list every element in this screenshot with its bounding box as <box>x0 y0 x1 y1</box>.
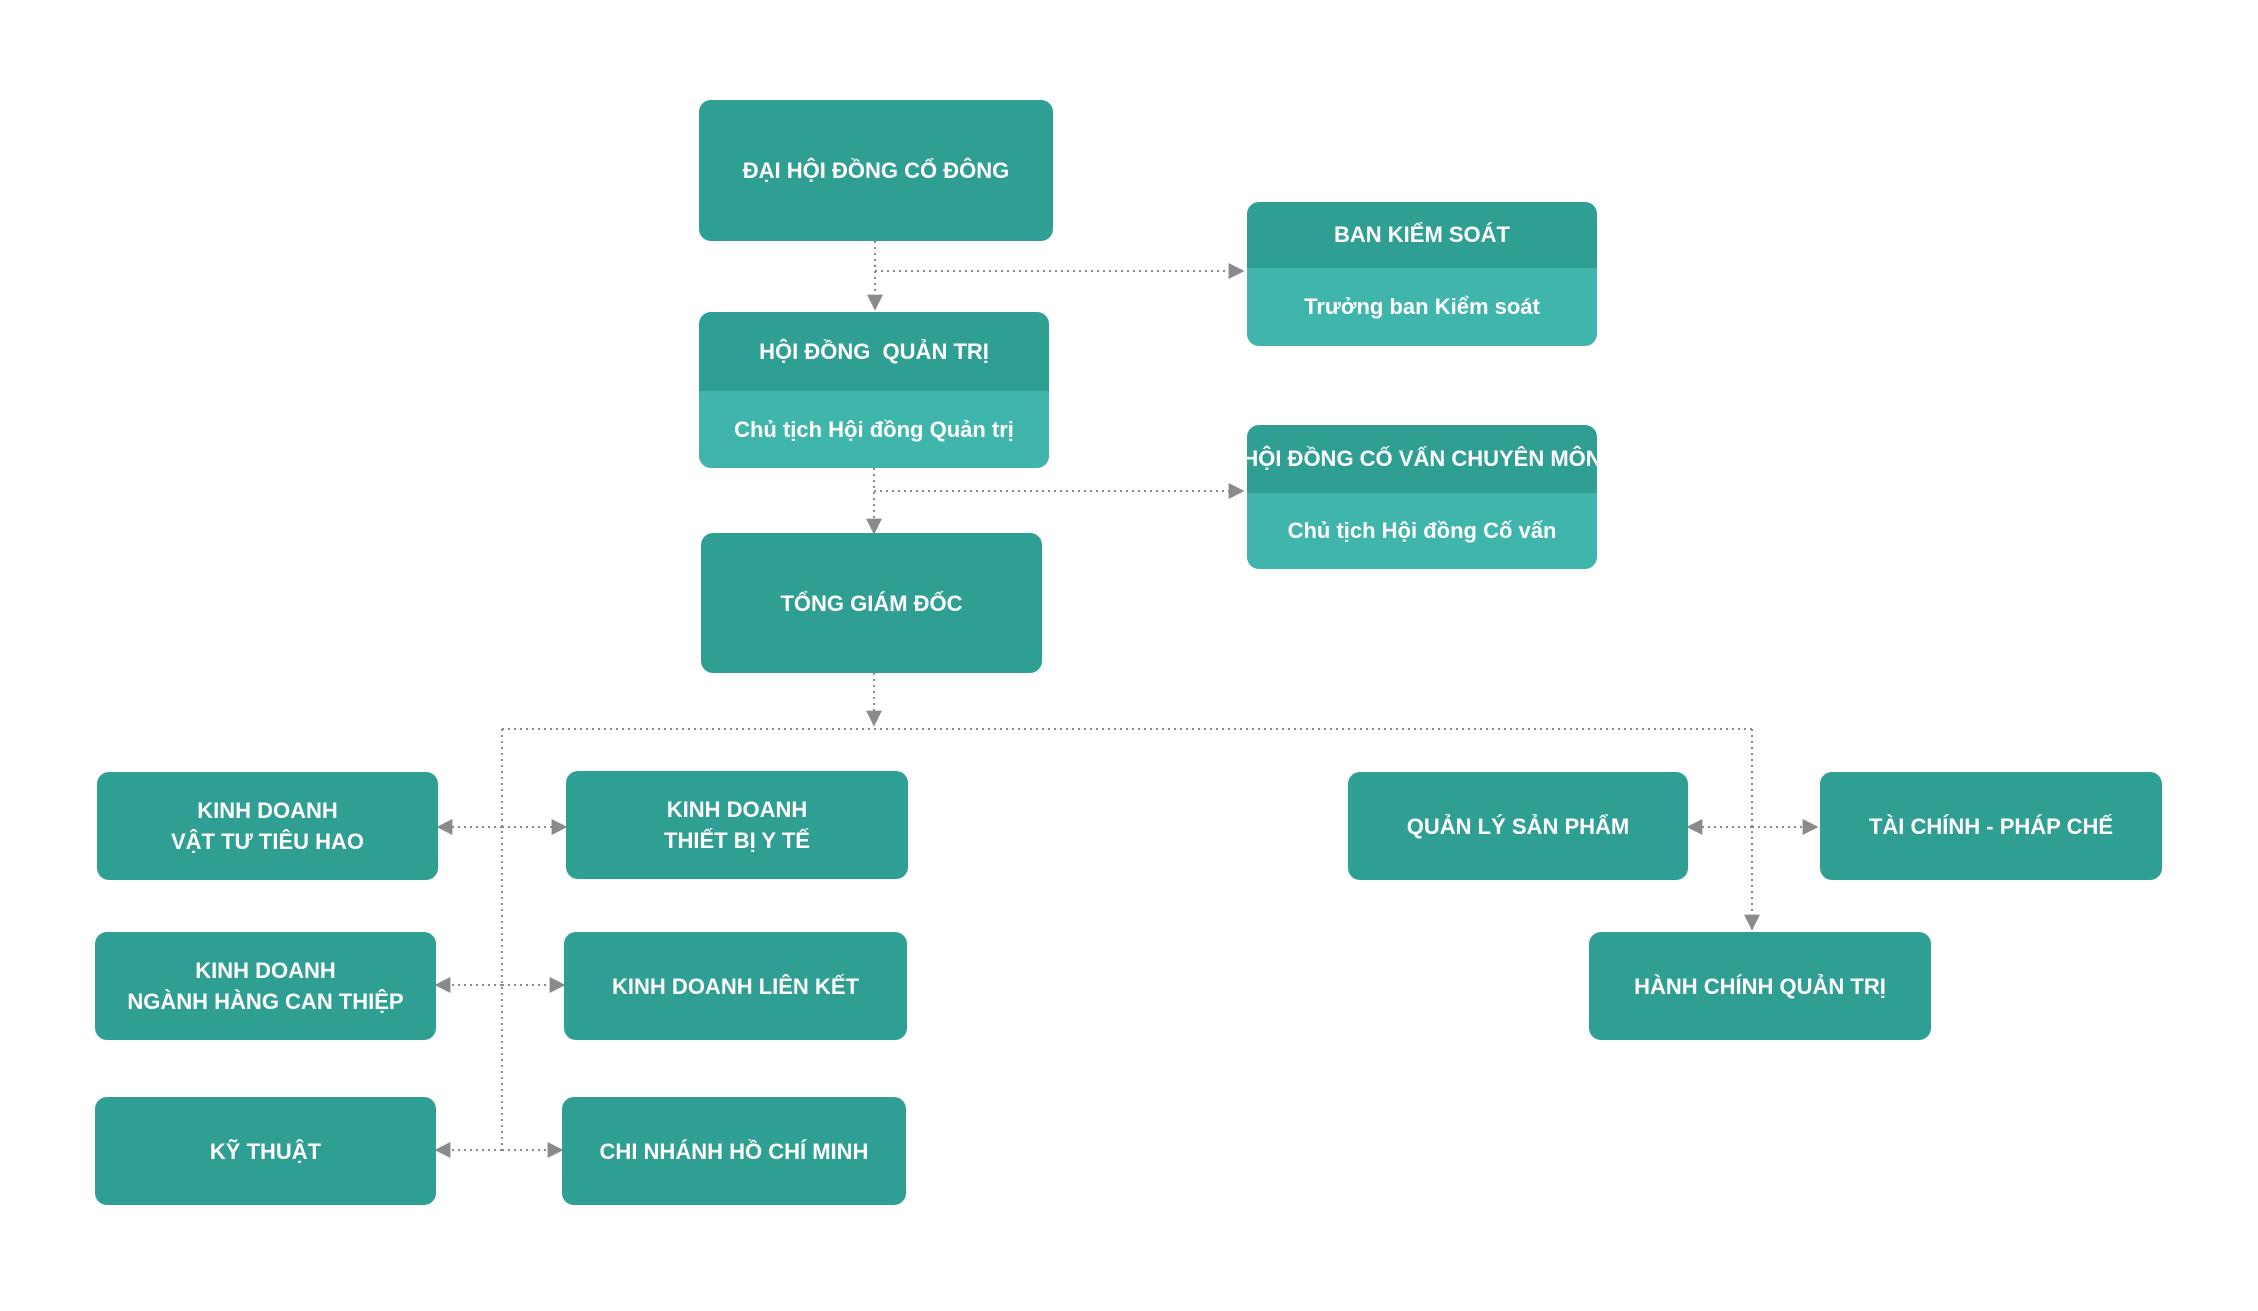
node-label: ĐẠI HỘI ĐỒNG CỔ ĐÔNG <box>742 158 1010 183</box>
node-ban-kiem-soat: BAN KIỂM SOÁT Trưởng ban Kiểm soát <box>1247 202 1597 346</box>
node-kinh-doanh-vat-tu-tieu-hao: KINH DOANH VẬT TƯ TIÊU HAO <box>97 772 438 880</box>
node-label: TÀI CHÍNH - PHÁP CHẾ <box>1868 813 2114 839</box>
node-kinh-doanh-thiet-bi-y-te: KINH DOANH THIẾT BỊ Y TẾ <box>566 771 908 879</box>
node-label-line-2: VẬT TƯ TIÊU HAO <box>170 829 365 854</box>
node-label: CHI NHÁNH HỒ CHÍ MINH <box>599 1138 869 1164</box>
node-title: HỘI ĐỒNG QUẢN TRỊ <box>699 312 1049 391</box>
node-kinh-doanh-lien-ket: KINH DOANH LIÊN KẾT <box>564 932 907 1040</box>
node-chi-nhanh-ho-chi-minh: CHI NHÁNH HỒ CHÍ MINH <box>562 1097 906 1205</box>
node-quan-ly-san-pham: QUẢN LÝ SẢN PHẨM <box>1348 772 1688 880</box>
node-subtitle: Chủ tịch Hội đồng Cố vấn <box>1247 493 1597 569</box>
node-label-line-1: KINH DOANH <box>195 958 336 983</box>
node-subtitle: Chủ tịch Hội đồng Quản trị <box>699 391 1049 468</box>
node-title: BAN KIỂM SOÁT <box>1247 202 1597 268</box>
node-label-line-2: NGÀNH HÀNG CAN THIỆP <box>127 989 404 1014</box>
node-hanh-chinh-quan-tri: HÀNH CHÍNH QUẢN TRỊ <box>1589 932 1931 1040</box>
node-label: HÀNH CHÍNH QUẢN TRỊ <box>1634 973 1886 999</box>
node-kinh-doanh-nganh-hang-can-thiep: KINH DOANH NGÀNH HÀNG CAN THIỆP <box>95 932 436 1040</box>
node-subtitle: Trưởng ban Kiểm soát <box>1247 268 1597 346</box>
node-title: HỘI ĐỒNG CỐ VẤN CHUYÊN MÔN <box>1247 425 1597 493</box>
node-ky-thuat: KỸ THUẬT <box>95 1097 436 1205</box>
node-hoi-dong-quan-tri: HỘI ĐỒNG QUẢN TRỊ Chủ tịch Hội đồng Quản… <box>699 312 1049 468</box>
node-label-line-1: KINH DOANH <box>197 798 338 823</box>
node-label: TỔNG GIÁM ĐỐC <box>780 590 963 616</box>
node-label: QUẢN LÝ SẢN PHẨM <box>1406 813 1630 839</box>
node-hoi-dong-co-van-chuyen-mon: HỘI ĐỒNG CỐ VẤN CHUYÊN MÔN Chủ tịch Hội … <box>1247 425 1597 569</box>
node-label-line-1: KINH DOANH <box>666 797 808 822</box>
node-dai-hoi-dong-co-dong: ĐẠI HỘI ĐỒNG CỔ ĐÔNG <box>699 100 1053 241</box>
node-tai-chinh-phap-che: TÀI CHÍNH - PHÁP CHẾ <box>1820 772 2162 880</box>
node-label-line-2: THIẾT BỊ Y TẾ <box>664 828 810 853</box>
node-tong-giam-doc: TỔNG GIÁM ĐỐC <box>701 533 1042 673</box>
node-label: KINH DOANH LIÊN KẾT <box>612 973 859 999</box>
node-label: KỸ THUẬT <box>209 1138 322 1164</box>
